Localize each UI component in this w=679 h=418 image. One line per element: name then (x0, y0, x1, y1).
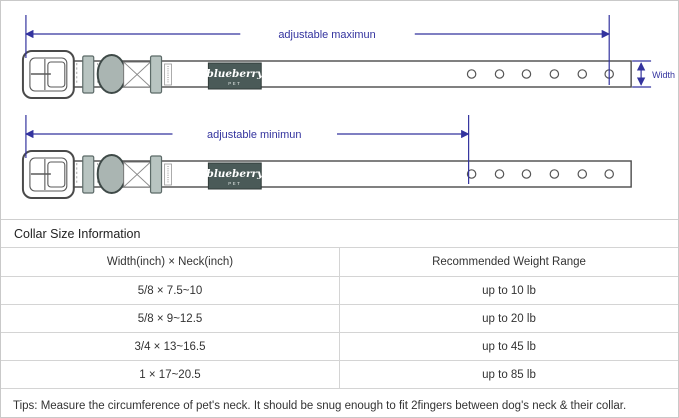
header-size-column: Width(inch) × Neck(inch) (1, 247, 340, 277)
adjustable-minimum-label: adjustable minimun (207, 129, 301, 141)
brand-sublabel-text: PET (228, 81, 241, 86)
keeper-right (149, 155, 163, 194)
keeper-left (82, 55, 95, 94)
collar-top: blueberry PET (21, 50, 632, 99)
width-dimension: Width (632, 60, 675, 88)
collar-strap (68, 160, 632, 188)
table-row: 5/8 × 9~12.5 up to 20 lb (1, 304, 678, 333)
keeper-right (149, 55, 163, 94)
header-weight-column: Recommended Weight Range (339, 247, 678, 277)
adjustment-hole (577, 69, 588, 79)
weight-cell: up to 10 lb (339, 276, 678, 305)
size-cell: 1 × 17~20.5 (1, 360, 340, 389)
adjustment-hole (549, 169, 560, 179)
adjustable-maximum-label: adjustable maximun (278, 29, 375, 41)
tips-row: Tips: Measure the circumference of pet's… (1, 388, 678, 417)
table-header-row: Width(inch) × Neck(inch) Recommended Wei… (1, 247, 678, 277)
weight-cell: up to 45 lb (339, 332, 678, 361)
size-tag (164, 163, 172, 186)
keeper-left (82, 155, 95, 194)
collar-diagram: blueberry PET adjustable maximun (21, 15, 675, 199)
max-dimension: adjustable maximun (25, 15, 611, 85)
brand-label-text: blueberry (207, 68, 264, 80)
size-cell: 5/8 × 9~12.5 (1, 304, 340, 333)
min-dimension: adjustable minimun (25, 115, 470, 184)
width-label: Width (652, 70, 675, 80)
size-cell: 5/8 × 7.5~10 (1, 276, 340, 305)
weight-cell: up to 20 lb (339, 304, 678, 333)
adjustment-hole (494, 69, 505, 79)
size-cell: 3/4 × 13~16.5 (1, 332, 340, 361)
table-row: 5/8 × 7.5~10 up to 10 lb (1, 276, 678, 305)
adjustment-hole (494, 169, 505, 179)
size-tag (164, 63, 172, 86)
adjustment-holes (466, 169, 614, 179)
adjustment-hole (549, 69, 560, 79)
section-title: Collar Size Information (1, 219, 678, 247)
adjustment-hole (604, 169, 614, 179)
collar-bottom: blueberry PET (21, 150, 632, 199)
table-row: 3/4 × 13~16.5 up to 45 lb (1, 332, 678, 361)
adjustment-hole (521, 169, 532, 179)
adjustment-hole (521, 69, 532, 79)
d-ring (96, 54, 127, 94)
brand-sublabel-text: PET (228, 181, 241, 186)
adjustment-hole (577, 169, 588, 179)
adjustment-hole (466, 69, 477, 79)
brand-label (207, 62, 262, 90)
table-row: 1 × 17~20.5 up to 85 lb (1, 360, 678, 389)
brand-label (207, 162, 262, 190)
collar-size-table: Width(inch) × Neck(inch) Recommended Wei… (1, 247, 678, 417)
d-ring (96, 154, 127, 194)
tips-text: Tips: Measure the circumference of pet's… (1, 388, 678, 417)
weight-cell: up to 85 lb (339, 360, 678, 389)
brand-label-text: blueberry (207, 168, 264, 180)
adjustment-hole (466, 169, 477, 179)
